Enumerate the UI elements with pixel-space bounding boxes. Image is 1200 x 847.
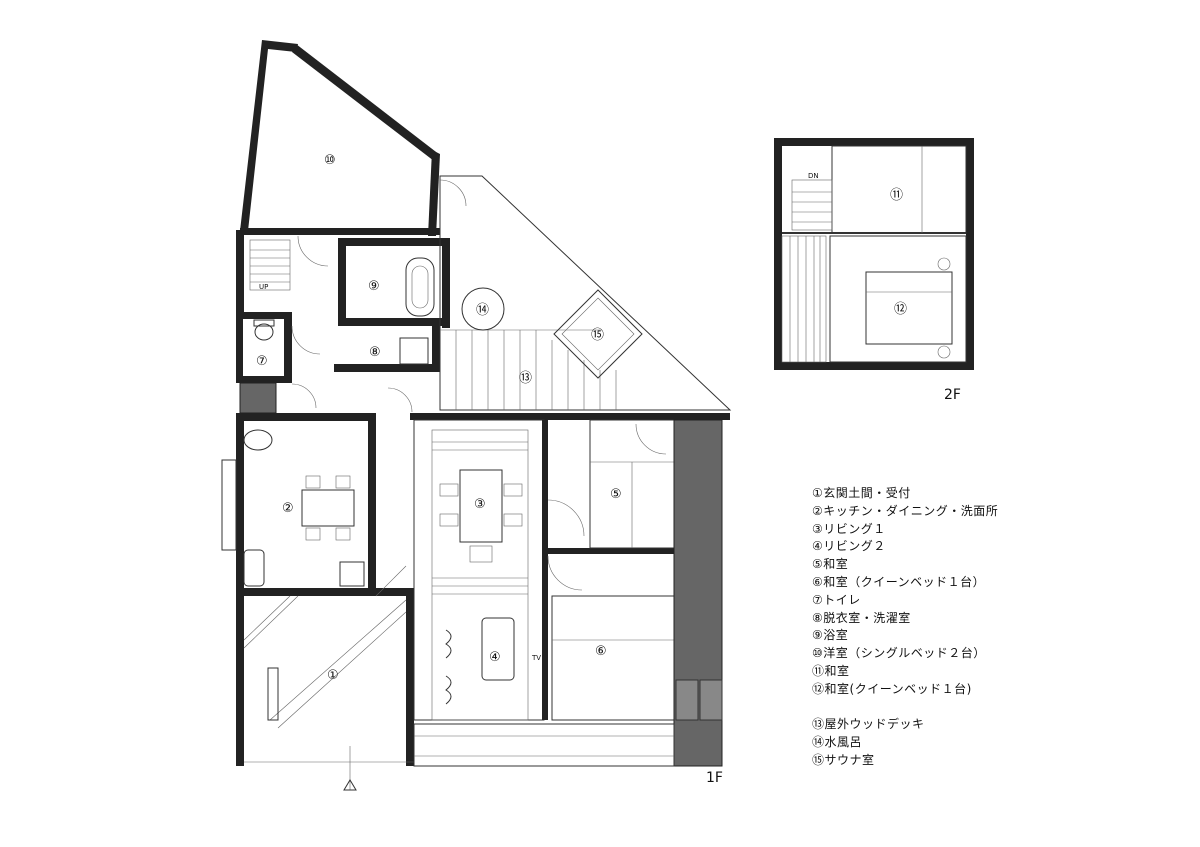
room-marker-12: ⑫ xyxy=(894,302,907,317)
second-floor-plan: DN xyxy=(774,138,974,370)
room-legend: ①玄関土間・受付 ②キッチン・ダイニング・洗面所 ③リビング１ ④リビング２ ⑤… xyxy=(812,485,998,770)
wall-west-stair xyxy=(236,230,244,315)
room-marker-5: ⑤ xyxy=(610,487,622,502)
legend-item-7: ⑦トイレ xyxy=(812,592,861,607)
first-floor-plan: UP xyxy=(221,40,732,791)
floor-label-2f: 2F xyxy=(944,387,961,403)
room-marker-7: ⑦ xyxy=(256,354,268,369)
tv-label: TV xyxy=(531,654,541,662)
legend-item-6: ⑥和室（クイーンベッド１台） xyxy=(812,574,986,589)
room-marker-14: ⑭ xyxy=(476,303,489,318)
legend-item-9: ⑨浴室 xyxy=(812,628,849,643)
room-marker-2: ② xyxy=(282,501,294,516)
room-marker-11: ⑪ xyxy=(890,188,903,203)
legend-item-15: ⑮サウナ室 xyxy=(812,752,875,767)
room-marker-13: ⑬ xyxy=(519,371,532,386)
legend-item-3: ③リビング１ xyxy=(812,521,886,536)
wall-east-small xyxy=(428,150,440,236)
room-marker-1: ① xyxy=(327,668,339,683)
room-markers: ① ② ③ ④ ⑤ ⑥ ⑦ ⑧ ⑨ ⑩ ⑪ ⑫ ⑬ ⑭ ⑮ xyxy=(256,153,907,683)
legend-item-5: ⑤和室 xyxy=(812,557,849,572)
wall-north-wing xyxy=(240,40,298,231)
room-marker-4: ④ xyxy=(489,650,501,665)
legend-item-1: ①玄関土間・受付 xyxy=(812,486,911,500)
legend-item-14: ⑭水風呂 xyxy=(812,735,863,750)
legend-item-2: ②キッチン・ダイニング・洗面所 xyxy=(812,503,999,518)
room-marker-10: ⑩ xyxy=(324,153,336,168)
legend-item-12: ⑫和室(クイーンベッド１台) xyxy=(812,681,972,696)
wall-room10-south xyxy=(240,228,440,235)
legend-item-8: ⑧脱衣室・洗濯室 xyxy=(812,610,911,625)
stair-up-label: UP xyxy=(259,283,268,291)
legend-item-13: ⑬屋外ウッドデッキ xyxy=(812,717,925,732)
legend-item-10: ⑩洋室（シングルベッド２台） xyxy=(812,646,986,661)
legend-item-11: ⑪和室 xyxy=(812,663,850,678)
room-marker-3: ③ xyxy=(474,497,486,512)
room-marker-15: ⑮ xyxy=(591,328,604,343)
room-marker-6: ⑥ xyxy=(595,644,607,659)
room-marker-8: ⑧ xyxy=(369,345,381,360)
room-marker-9: ⑨ xyxy=(368,279,380,294)
legend-item-4: ④リビング２ xyxy=(812,539,886,554)
wall-diagonal xyxy=(292,44,440,161)
floor-label-1f: 1F xyxy=(706,770,723,786)
stair-down-label: DN xyxy=(808,172,819,180)
